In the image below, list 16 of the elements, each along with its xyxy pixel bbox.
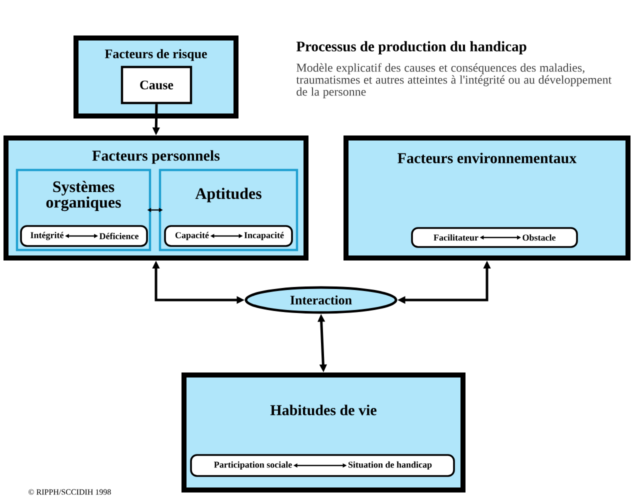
scale-label: Déficience [99,232,139,240]
cause-box: Cause [120,66,192,104]
scale-pill [190,454,455,477]
diagram-title: Processus de production du handicap [296,41,526,54]
scale-pill [20,225,148,247]
scale-label: Situation de handicap [348,461,432,470]
scale-label: Incapacité [244,232,284,240]
scale-pill [411,227,578,248]
scale-label: Facilitateur [434,234,478,241]
scale-label: Intégrité [30,232,64,240]
scale-pill [164,225,293,247]
scale-label: Obstacle [522,234,556,241]
scale-label: Participation sociale [214,461,292,470]
copyright-note: © RIPPH/SCCIDIH 1998 [28,489,111,495]
subtitle: Modèle explicatif des causes et conséquences des maladies, traumatismes et autres atteintes à l'intégrité ou au développement de la personne [296,63,612,98]
scale-label: Capacité [175,232,209,240]
